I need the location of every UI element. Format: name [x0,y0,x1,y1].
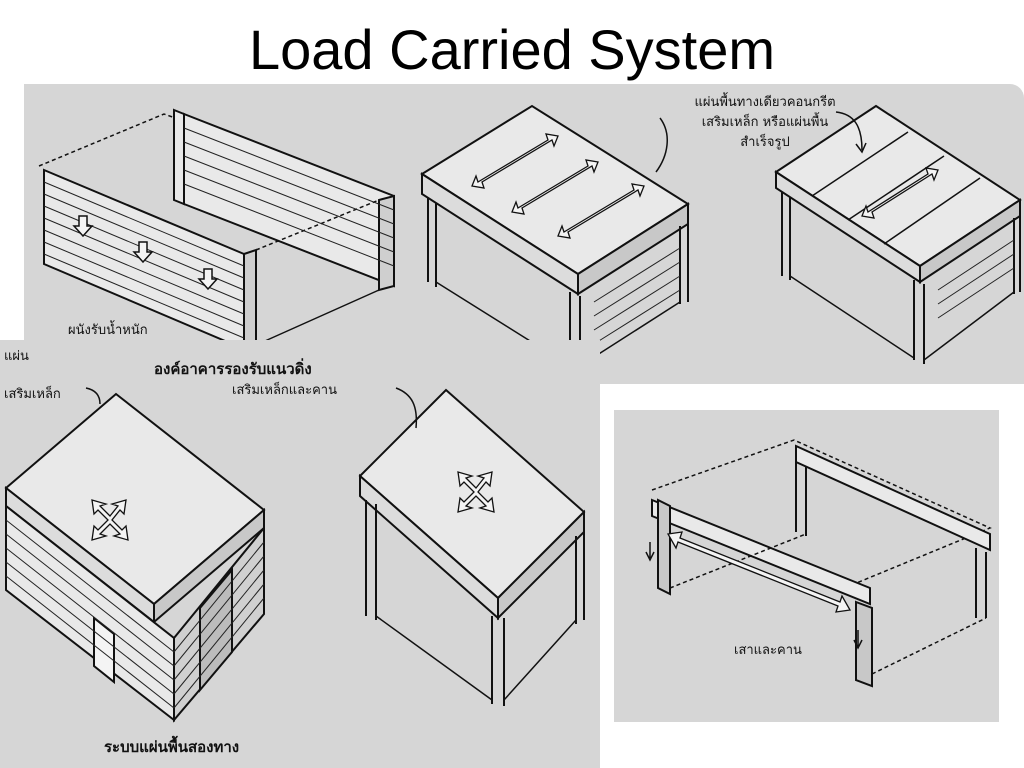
two-way-slab-frame-drawing [356,388,596,708]
slab-label-line2: เสริมเหล็ก [4,387,61,402]
slab-label-line1: แผ่น [4,349,29,364]
two-way-slab-label: ระบบแผ่นพื้นสองทาง [104,738,240,756]
one-way-slab-label-line2: เสริมเหล็ก หรือแผ่นพื้น [701,115,829,130]
load-bearing-wall-drawing [34,104,414,404]
one-way-slab-label-line1: แผ่นพื้นทางเดียวคอนกรีต [694,95,836,110]
top-figure-panel: ผนังรับน้ำหนัก [24,84,1024,384]
one-way-slab-drawing [422,104,702,384]
rc-beam-label: เสริมเหล็กและคาน [232,383,337,398]
column-beam-label: เสาและคาน [734,643,802,658]
one-way-slab-label-line3: สำเร็จรูป [740,135,790,150]
bottom-right-figure-panel: เสาและคาน [614,410,999,722]
slide-title: Load Carried System [248,18,775,81]
two-way-slab-wall-drawing [0,386,280,734]
precast-slab-drawing [772,104,1024,374]
bottom-left-figure-panel: แผ่น เสริมเหล็ก องค์อาคารรองรับแนวดิ่ง เ… [0,340,600,768]
vertical-support-label: องค์อาคารรองรับแนวดิ่ง [154,360,312,378]
load-bearing-wall-label: ผนังรับน้ำหนัก [68,323,148,338]
column-beam-drawing [644,438,994,688]
